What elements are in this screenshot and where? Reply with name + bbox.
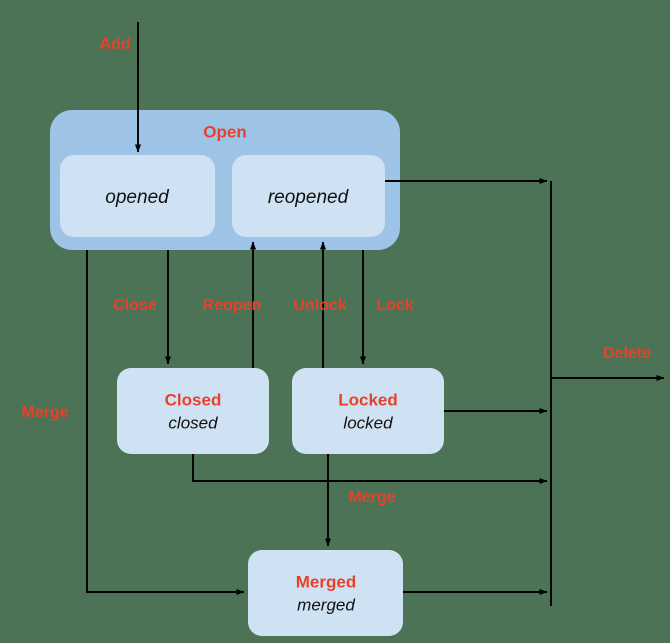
state-closed-title: Closed [165, 390, 222, 409]
state-locked[interactable] [292, 368, 444, 454]
state-closed[interactable] [117, 368, 269, 454]
state-opened-label: opened [105, 187, 170, 208]
label-close: Close [113, 297, 157, 314]
state-reopened[interactable] [232, 155, 385, 237]
label-delete: Delete [603, 345, 651, 362]
state-reopened-label: reopened [268, 187, 350, 208]
label-reopen: Reopen [203, 297, 262, 314]
edge-merge-left [86, 250, 245, 596]
group-open-label: Open [203, 122, 246, 141]
state-locked-title: Locked [338, 390, 398, 409]
label-lock: Lock [376, 297, 413, 314]
state-merged-title: Merged [296, 572, 356, 591]
label-add: Add [99, 36, 130, 53]
state-opened[interactable] [60, 155, 215, 237]
state-merged-sub: merged [297, 595, 355, 614]
label-merge-mid: Merge [348, 489, 395, 506]
state-locked-sub: locked [343, 413, 393, 432]
state-closed-sub: closed [168, 413, 218, 432]
label-unlock: Unlock [293, 297, 346, 314]
edge-merge-closed-trunk [192, 454, 548, 485]
state-merged[interactable] [248, 550, 403, 636]
label-merge-left: Merge [21, 404, 68, 421]
